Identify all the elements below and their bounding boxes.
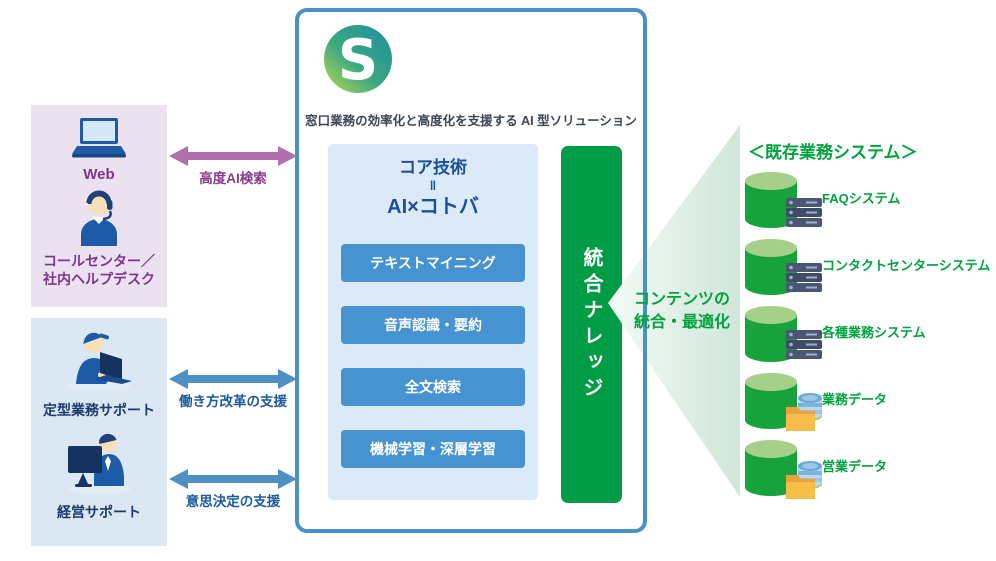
speech-recognition-button: 音声認識・要約 [341, 306, 525, 344]
folder-database-icon [786, 461, 822, 499]
content-optimization-label: コンテンツの 統合・最適化 [618, 288, 746, 334]
server-rack-icon [786, 263, 822, 292]
integrated-knowledge-bar: 統合ナレッジ [561, 146, 622, 503]
core-title-line2: AI×コトバ [387, 196, 479, 219]
server-rack-icon [786, 198, 822, 227]
support-box: 定型業務サポート 経営サポート [31, 318, 167, 546]
system-label-various: 各種業務システム [822, 325, 926, 340]
fulltext-search-button: 全文検索 [341, 368, 525, 406]
content-funnel-icon [608, 125, 740, 497]
content-optimization-line2: 統合・最適化 [633, 314, 730, 332]
core-title-equals: ‖ [429, 178, 437, 194]
folder-database-icon [786, 393, 822, 431]
database-cylinder-icon [745, 373, 797, 429]
content-optimization-line1: コンテンツの [633, 291, 730, 308]
worker-laptop-icon [67, 332, 132, 391]
core-tech-panel: コア技術 ‖ AI×コトバ テキストマイニング 音声認識・要約 全文検索 機械学… [328, 144, 538, 500]
system-label-faq: FAQシステム [822, 191, 901, 206]
svg-text:S: S [338, 28, 378, 93]
existing-systems-heading: ＜既存業務システム＞ [748, 143, 918, 162]
search-double-arrow-icon [169, 146, 297, 166]
database-cylinder-icon [745, 440, 797, 496]
laptop-icon [72, 118, 126, 158]
text-mining-button: テキストマイニング [341, 244, 525, 282]
channels-box: Web コールセンター／ 社内ヘルプデスク [31, 105, 167, 307]
integrated-knowledge-label: 統合ナレッジ [580, 246, 602, 403]
management-support-label: 経営サポート [57, 504, 141, 520]
system-label-sales-data: 営業データ [822, 459, 888, 474]
system-label-business-data: 業務データ [822, 392, 888, 407]
callcenter-label-line2: 社内ヘルプデスク [43, 271, 155, 288]
database-cylinder-icon [745, 306, 797, 362]
solution-subtitle: 窓口業務の効率化と高度化を支援する AI 型ソリューション [305, 114, 637, 128]
core-title-line1: コア技術 [399, 158, 467, 177]
routine-support-label: 定型業務サポート [43, 402, 155, 418]
s-logo-icon: S [324, 25, 392, 93]
call-agent-icon [81, 190, 117, 246]
machine-learning-button: 機械学習・深層学習 [341, 430, 525, 468]
callcenter-label-line1: コールセンター／ [43, 253, 155, 269]
server-rack-icon [786, 330, 822, 359]
ai-search-arrow-label: 高度AI検索 [199, 171, 267, 186]
database-cylinder-icon [745, 172, 797, 228]
workstyle-double-arrow-icon [169, 369, 297, 389]
callcenter-label: コールセンター／ 社内ヘルプデスク [31, 252, 167, 288]
web-label: Web [83, 166, 115, 183]
core-tech-title: コア技術 ‖ AI×コトバ [328, 158, 538, 219]
decision-arrow-label: 意思決定の支援 [185, 494, 281, 509]
decision-double-arrow-icon [169, 469, 297, 489]
system-label-contact-center: コンタクトセンターシステム [822, 258, 991, 273]
database-cylinder-icon [745, 239, 797, 295]
executive-desk-icon [67, 433, 131, 494]
workstyle-arrow-label: 働き方改革の支援 [179, 394, 287, 409]
